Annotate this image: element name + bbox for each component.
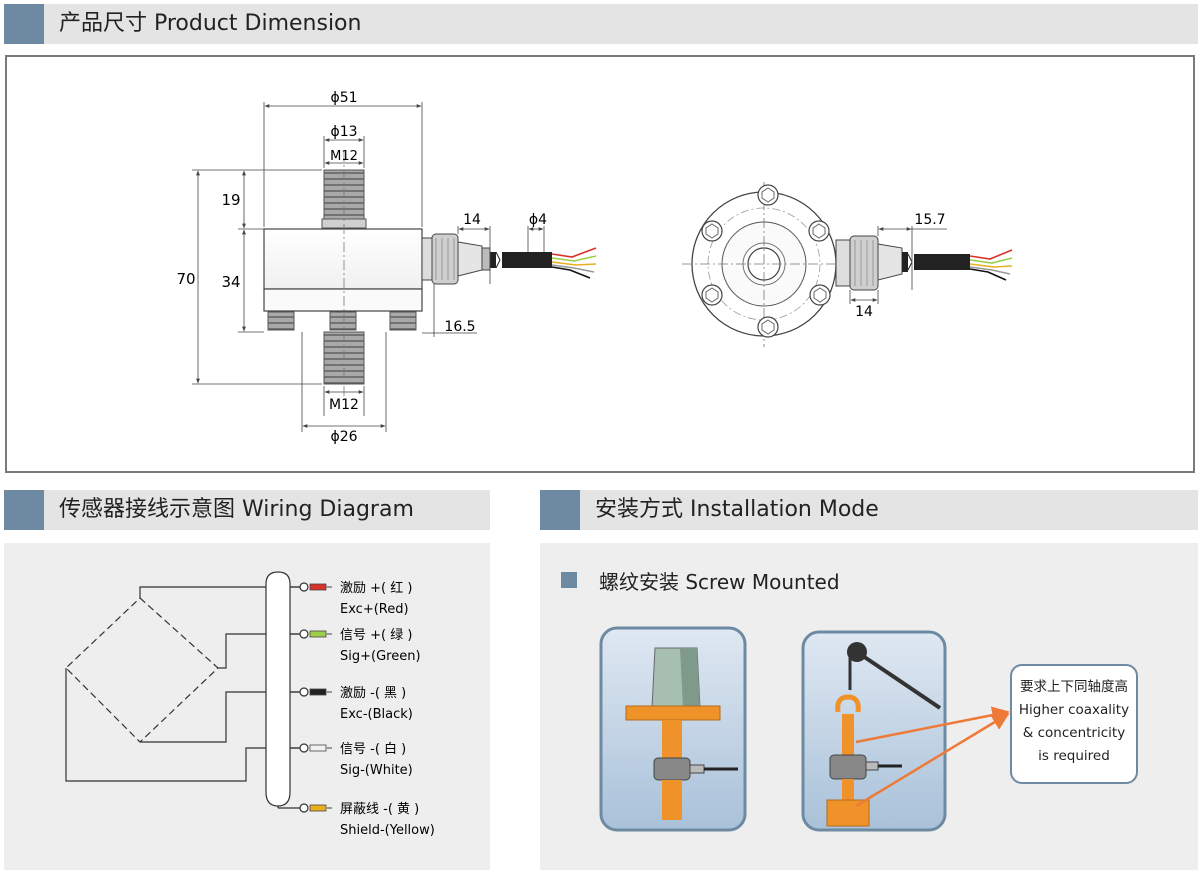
dim-34: 34 <box>221 273 240 291</box>
dim-14-side: 14 <box>855 304 873 320</box>
wire-label-en: Sig+(Green) <box>340 649 421 664</box>
dim-phi13: ϕ13 <box>330 124 357 140</box>
wire-label-en: Exc+(Red) <box>340 602 409 617</box>
coaxality-callout: 要求上下同轴度高 Higher coaxality & concentricit… <box>1010 664 1138 784</box>
wire-label-en: Sig-(White) <box>340 763 413 778</box>
installation-subtitle: 螺纹安装 Screw Mounted <box>599 570 840 594</box>
header-accent-tab <box>4 490 44 530</box>
callout-line-4: is required <box>1038 748 1110 764</box>
wire-color-swatch <box>309 744 327 752</box>
callout-line-2: Higher coaxality <box>1018 702 1130 718</box>
wire-terminal <box>299 803 309 813</box>
wire-label-cn: 信号 +( 绿 ) <box>340 628 412 643</box>
wire-color-swatch <box>309 688 327 696</box>
dim-m12-top: M12 <box>330 149 358 164</box>
wire-terminal <box>299 687 309 697</box>
dim-m12-bottom: M12 <box>329 397 359 413</box>
wire-label-cn: 屏蔽线 -( 黄 ) <box>340 802 419 817</box>
dim-phi51: ϕ51 <box>330 90 357 106</box>
product-dimension-title: 产品尺寸 Product Dimension <box>59 11 362 36</box>
dimension-drawing-panel: ϕ51 ϕ13 M12 70 19 34 14 ϕ4 16.5 M12 ϕ26 <box>5 55 1195 473</box>
cable-bundle <box>265 571 291 807</box>
dim-15-7: 15.7 <box>914 212 945 228</box>
wiring-diagram: 激励 +( 红 ) Exc+(Red) 信号 +( 绿 ) Sig+(Green) 激励… <box>65 571 435 838</box>
dim-70: 70 <box>176 270 195 288</box>
wire-terminal <box>299 582 309 592</box>
callout-line-cn: 要求上下同轴度高 <box>1020 679 1128 695</box>
dim-19: 19 <box>221 191 240 209</box>
wire-label-cn: 激励 +( 红 ) <box>340 580 412 596</box>
wire-label-cn: 信号 -( 白 ) <box>340 741 406 757</box>
wire-label-en: Shield-(Yellow) <box>340 823 435 838</box>
product-dimension-header: 产品尺寸 Product Dimension <box>4 4 1198 44</box>
header-accent-tab <box>540 490 580 530</box>
wire-terminal <box>299 743 309 753</box>
header-accent-tab <box>4 4 44 44</box>
installation-header: 安装方式 Installation Mode <box>540 490 1198 530</box>
dimension-drawing: ϕ51 ϕ13 M12 70 19 34 14 ϕ4 16.5 M12 ϕ26 <box>176 90 1013 445</box>
wire-label-cn: 激励 -( 黑 ) <box>340 686 406 701</box>
dim-16-5: 16.5 <box>444 319 475 335</box>
wiring-title: 传感器接线示意图 Wiring Diagram <box>59 497 414 522</box>
dim-14-front: 14 <box>463 212 481 228</box>
wire-label-en: Exc-(Black) <box>340 707 413 722</box>
subtitle-bullet <box>561 572 577 588</box>
dim-phi26: ϕ26 <box>330 429 357 445</box>
wiring-panel: 激励 +( 红 ) Exc+(Red) 信号 +( 绿 ) Sig+(Green) 激励… <box>4 543 490 870</box>
sensor-flange <box>263 288 423 312</box>
dim-phi4: ϕ4 <box>529 212 547 228</box>
wire-color-swatch <box>309 630 327 638</box>
wire-color-swatch <box>309 804 327 812</box>
installation-title: 安装方式 Installation Mode <box>595 497 879 522</box>
wire-color-swatch <box>309 583 327 591</box>
sensor-body <box>263 228 423 290</box>
wiring-header: 传感器接线示意图 Wiring Diagram <box>4 490 490 530</box>
wire-terminal <box>299 629 309 639</box>
callout-line-3: & concentricity <box>1022 725 1126 741</box>
